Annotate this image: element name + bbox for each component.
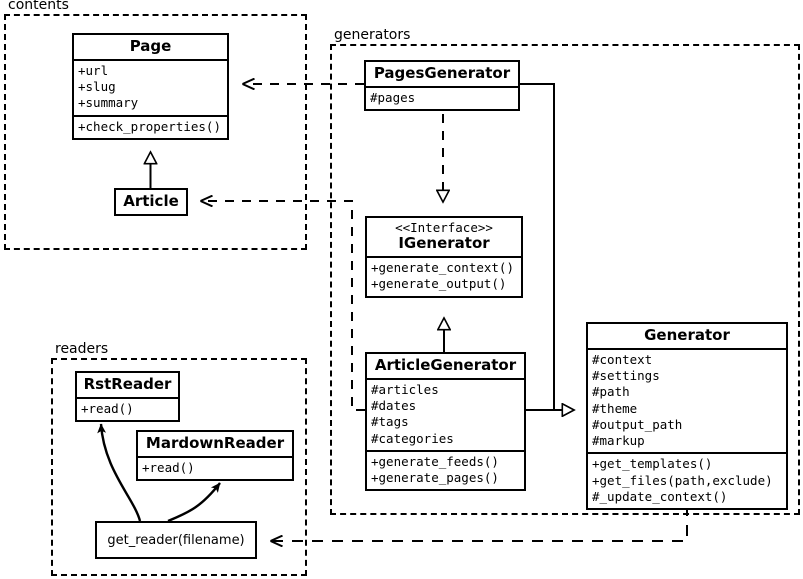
method-row: +check_properties() xyxy=(78,118,221,134)
function-label-get-reader: get_reader(filename) xyxy=(107,532,245,548)
package-generators-label: generators xyxy=(332,27,413,43)
class-methods-page: +check_properties() xyxy=(74,114,227,138)
class-attributes-generator: #context#settings#path#theme#output_path… xyxy=(588,347,786,453)
class-box-page[interactable]: Page +url+slug+summary +check_properties… xyxy=(72,33,229,140)
method-row: +read() xyxy=(81,400,134,416)
class-methods-igenerator: +generate_context()+generate_output() xyxy=(367,256,521,296)
class-name-article-generator: ArticleGenerator xyxy=(374,356,517,374)
class-header-igenerator: <<Interface>> IGenerator xyxy=(367,218,521,256)
class-name-igenerator: IGenerator xyxy=(398,234,490,253)
class-methods-generator: +get_templates()+get_files(path,exclude)… xyxy=(588,452,786,508)
package-readers xyxy=(51,358,307,576)
method-row: +generate_context() xyxy=(371,260,514,276)
attribute-row: #pages xyxy=(370,89,416,105)
attribute-row: +summary xyxy=(78,95,139,111)
attribute-row: #markup xyxy=(592,433,645,449)
attribute-row: #theme xyxy=(592,400,638,416)
attribute-row: #articles xyxy=(371,381,439,397)
class-name-generator: Generator xyxy=(644,326,730,344)
package-readers-label: readers xyxy=(53,341,111,357)
class-box-article[interactable]: Article xyxy=(114,188,188,216)
class-name-page: Page xyxy=(129,37,172,55)
attribute-row: #settings xyxy=(592,368,660,384)
class-attributes-article-generator: #articles#dates#tags#categories xyxy=(367,377,524,450)
class-methods-rst-reader: +read() xyxy=(77,396,178,420)
method-row: +read() xyxy=(142,459,195,475)
class-box-mardown-reader[interactable]: MardownReader +read() xyxy=(136,430,294,482)
attribute-row: +slug xyxy=(78,79,116,95)
class-name-article: Article xyxy=(123,192,179,210)
attribute-row: #output_path xyxy=(592,416,683,432)
method-row: +generate_feeds() xyxy=(371,453,499,469)
class-box-rst-reader[interactable]: RstReader +read() xyxy=(75,371,180,423)
class-stereotype-igenerator: <<Interface>> xyxy=(395,220,493,235)
class-box-pages-generator[interactable]: PagesGenerator #pages xyxy=(364,60,520,112)
method-row: +generate_pages() xyxy=(371,470,499,486)
attribute-row: #dates xyxy=(371,398,417,414)
class-methods-article-generator: +generate_feeds()+generate_pages() xyxy=(367,449,524,490)
class-attributes-page: +url+slug+summary xyxy=(74,58,227,115)
package-contents-label: contents xyxy=(6,0,71,13)
class-box-generator[interactable]: Generator #context#settings#path#theme#o… xyxy=(586,322,788,511)
class-name-mardown-reader: MardownReader xyxy=(145,434,285,452)
attribute-row: #categories xyxy=(371,430,454,446)
class-methods-mardown-reader: +read() xyxy=(138,455,292,479)
attribute-row: #path xyxy=(592,384,630,400)
class-attributes-pages-generator: #pages xyxy=(366,85,518,109)
method-row: +get_files(path,exclude) xyxy=(592,472,773,488)
attribute-row: #tags xyxy=(371,414,409,430)
attribute-row: #context xyxy=(592,351,653,367)
function-box-get-reader[interactable]: get_reader(filename) xyxy=(95,521,257,559)
method-row: +get_templates() xyxy=(592,456,713,472)
class-box-igenerator[interactable]: <<Interface>> IGenerator +generate_conte… xyxy=(365,216,523,298)
class-name-rst-reader: RstReader xyxy=(83,375,172,393)
class-box-article-generator[interactable]: ArticleGenerator #articles#dates#tags#ca… xyxy=(365,352,526,492)
method-row: #_update_context() xyxy=(592,488,728,504)
method-row: +generate_output() xyxy=(371,276,507,292)
attribute-row: +url xyxy=(78,62,109,78)
class-name-pages-generator: PagesGenerator xyxy=(373,64,511,82)
package-contents xyxy=(4,14,307,250)
